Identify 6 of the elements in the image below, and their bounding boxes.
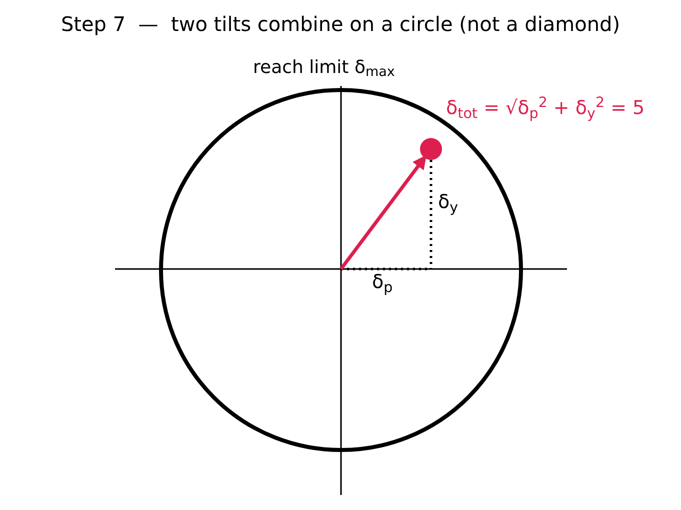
magnitude-formula: δ$_{tot}$ = √δ$_{p}$$^{2}$ + δ$_{y}$$^{2}$ = 5 xyxy=(446,96,645,120)
diagram-title: Step 7 — two tilts combine on a circle (not a diamond) xyxy=(60,11,622,38)
component-label: δ$_{y}$ xyxy=(438,190,458,214)
circle-heading: reach limit δ$_{max}$ xyxy=(253,56,395,80)
component-label: δ$_{p}$ xyxy=(372,270,393,294)
point-marker xyxy=(420,138,442,160)
